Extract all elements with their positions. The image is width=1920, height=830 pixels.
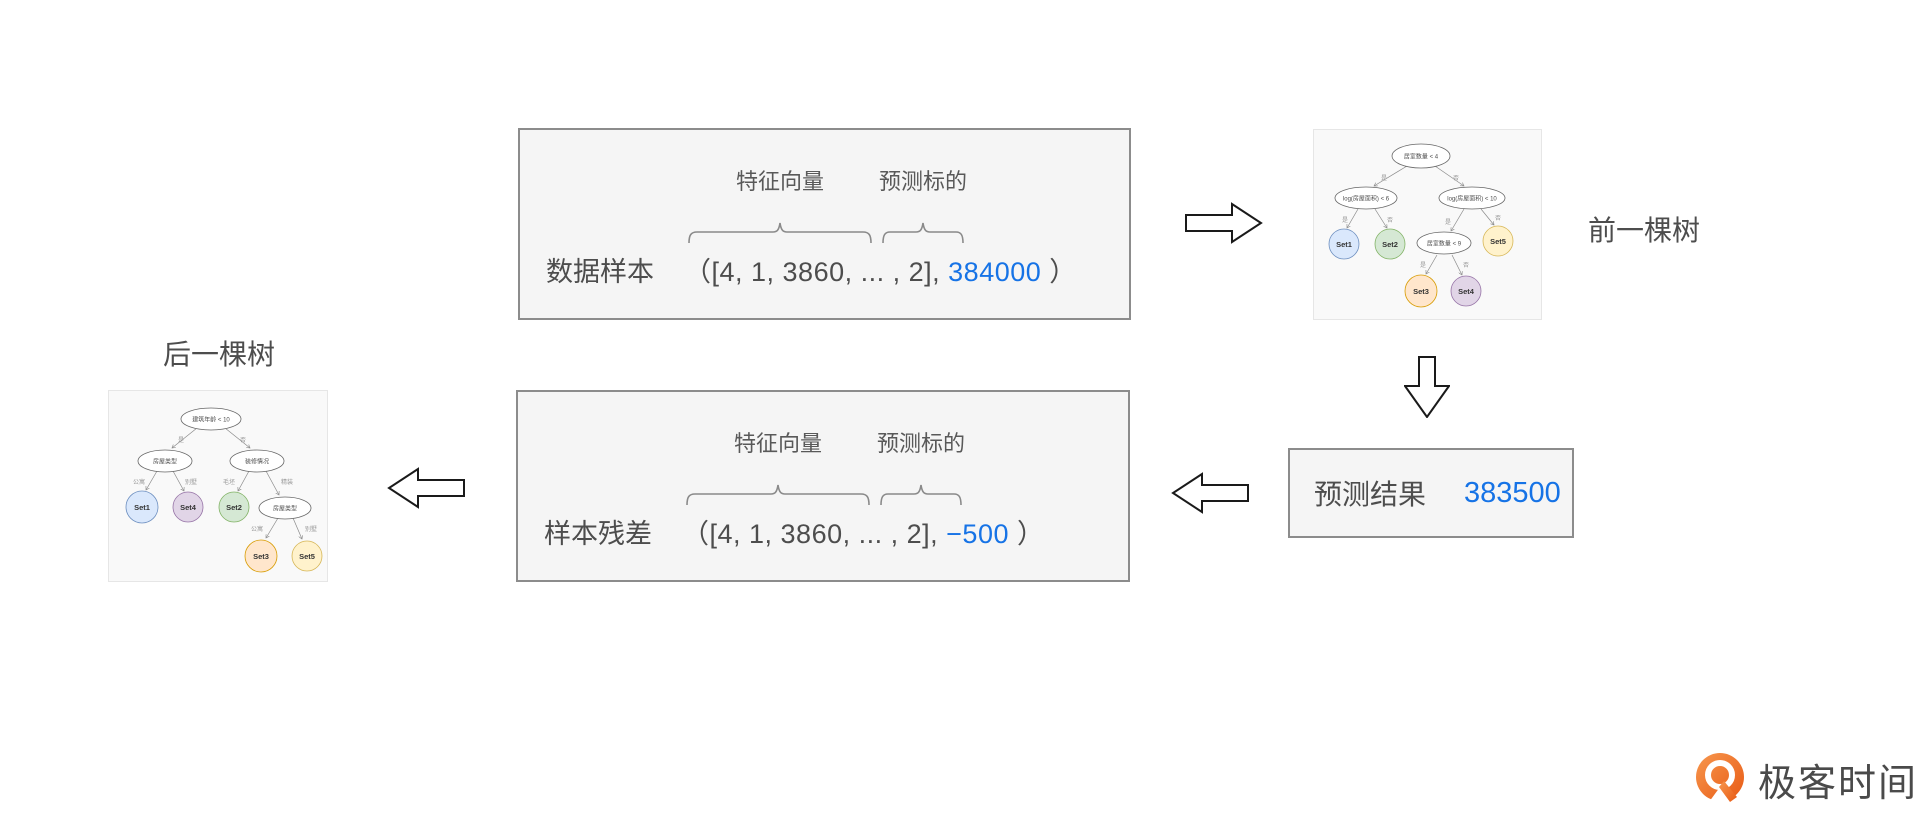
previous-tree-panel: 是 否 是 否 是 否 是 否 居室数量 < 4 log(房屋面积) < 6 l… [1313,129,1542,320]
leaf-set4: Set4 [180,503,197,512]
edge-label: 是 [1445,219,1451,226]
data-sample-box: 特征向量 预测标的 数据样本 （[4, 1, 3860, ... , 2], 38… [518,128,1131,320]
sample-tuple-prefix: （[4, 1, 3860, ... , 2], [684,257,941,287]
edge-label: 别墅 [185,478,197,486]
edge-label: 别墅 [305,525,317,533]
leaf-set1: Set1 [1336,240,1352,249]
prediction-result-value: 383500 [1464,476,1561,509]
tree-node-mid: 居室数量 < 9 [1427,240,1462,248]
sample-residual-row-label: 样本残差 [544,519,652,549]
residual-tuple-prefix: （[4, 1, 3860, ... , 2], [682,519,939,549]
edge-label: 是 [1381,175,1387,182]
edge-label: 是 [1420,262,1426,269]
tree-node-left: 房屋类型 [153,458,177,466]
edge-label: 公寓 [251,525,263,533]
leaf-set2: Set2 [1382,240,1398,249]
data-sample-row-label: 数据样本 [546,257,654,287]
edge-label: 公寓 [133,478,145,486]
data-sample-row: 数据样本 （[4, 1, 3860, ... , 2], 384000 ） [546,250,1077,289]
leaf-set4: Set4 [1458,287,1475,296]
previous-tree-diagram: 是 否 是 否 是 否 是 否 居室数量 < 4 log(房屋面积) < 6 l… [1328,143,1514,308]
feature-vector-brace [686,484,870,506]
prediction-result-box: 预测结果 383500 [1288,448,1574,538]
edge-label: 否 [1387,217,1393,224]
edge-label: 否 [1453,175,1459,182]
feature-vector-label: 特征向量 [735,169,824,194]
edge-label: 否 [1463,262,1469,269]
previous-tree-title: 前一棵树 [1588,215,1701,246]
sample-tuple-close: ） [1049,257,1077,287]
sample-residual-box: 特征向量 预测标的 样本残差 （[4, 1, 3860, ... , 2], −5… [516,390,1130,582]
leaf-set5: Set5 [1490,237,1506,246]
arrow-left-icon [387,467,465,509]
geektime-logo-icon [1696,753,1744,803]
leaf-set2: Set2 [226,503,242,512]
next-tree-panel: 是 否 公寓 别墅 毛坯 精装 公寓 别墅 建筑年龄 < 10 房屋类型 装修情… [108,390,328,582]
tree-node-right: 装修情况 [245,458,269,466]
geektime-logo: 极客时间 [1692,750,1918,808]
arrow-right-icon [1185,202,1263,244]
prediction-target-label: 预测标的 [878,169,967,194]
geektime-logo-text: 极客时间 [1758,762,1919,805]
feature-vector-brace [688,222,872,244]
edge-label: 否 [240,437,246,444]
tree-node-right: log(房屋面积) < 10 [1447,195,1497,203]
edge-label: 否 [1495,215,1501,222]
arrow-left-icon [1171,472,1249,514]
tree-node-left: log(房屋面积) < 6 [1343,195,1390,203]
leaf-set1: Set1 [134,503,150,512]
next-tree-diagram: 是 否 公寓 别墅 毛坯 精装 公寓 别墅 建筑年龄 < 10 房屋类型 装修情… [125,407,323,573]
prediction-result-label: 预测结果 [1314,479,1427,510]
tree-node-root: 居室数量 < 4 [1404,153,1439,161]
target-brace [882,222,964,244]
leaf-set3: Set3 [1413,287,1429,296]
tree-node-root: 建筑年龄 < 10 [192,416,230,424]
prediction-target-label: 预测标的 [876,431,965,456]
target-brace [880,484,962,506]
edge-label: 精装 [281,478,293,486]
residual-tuple-close: ） [1017,519,1045,549]
sample-target-value: 384000 [948,257,1042,287]
leaf-set3: Set3 [253,552,269,561]
next-tree-title: 后一棵树 [163,339,276,370]
tree-node-mid: 房屋类型 [273,505,297,513]
edge-label: 是 [1342,217,1348,224]
sample-residual-row: 样本残差 （[4, 1, 3860, ... , 2], −500 ） [544,512,1045,551]
feature-vector-label: 特征向量 [733,431,822,456]
edge-label: 毛坯 [223,478,235,486]
arrow-down-icon [1404,356,1450,418]
edge-label: 是 [178,437,184,444]
residual-target-value: −500 [946,519,1009,549]
leaf-set5: Set5 [299,552,315,561]
